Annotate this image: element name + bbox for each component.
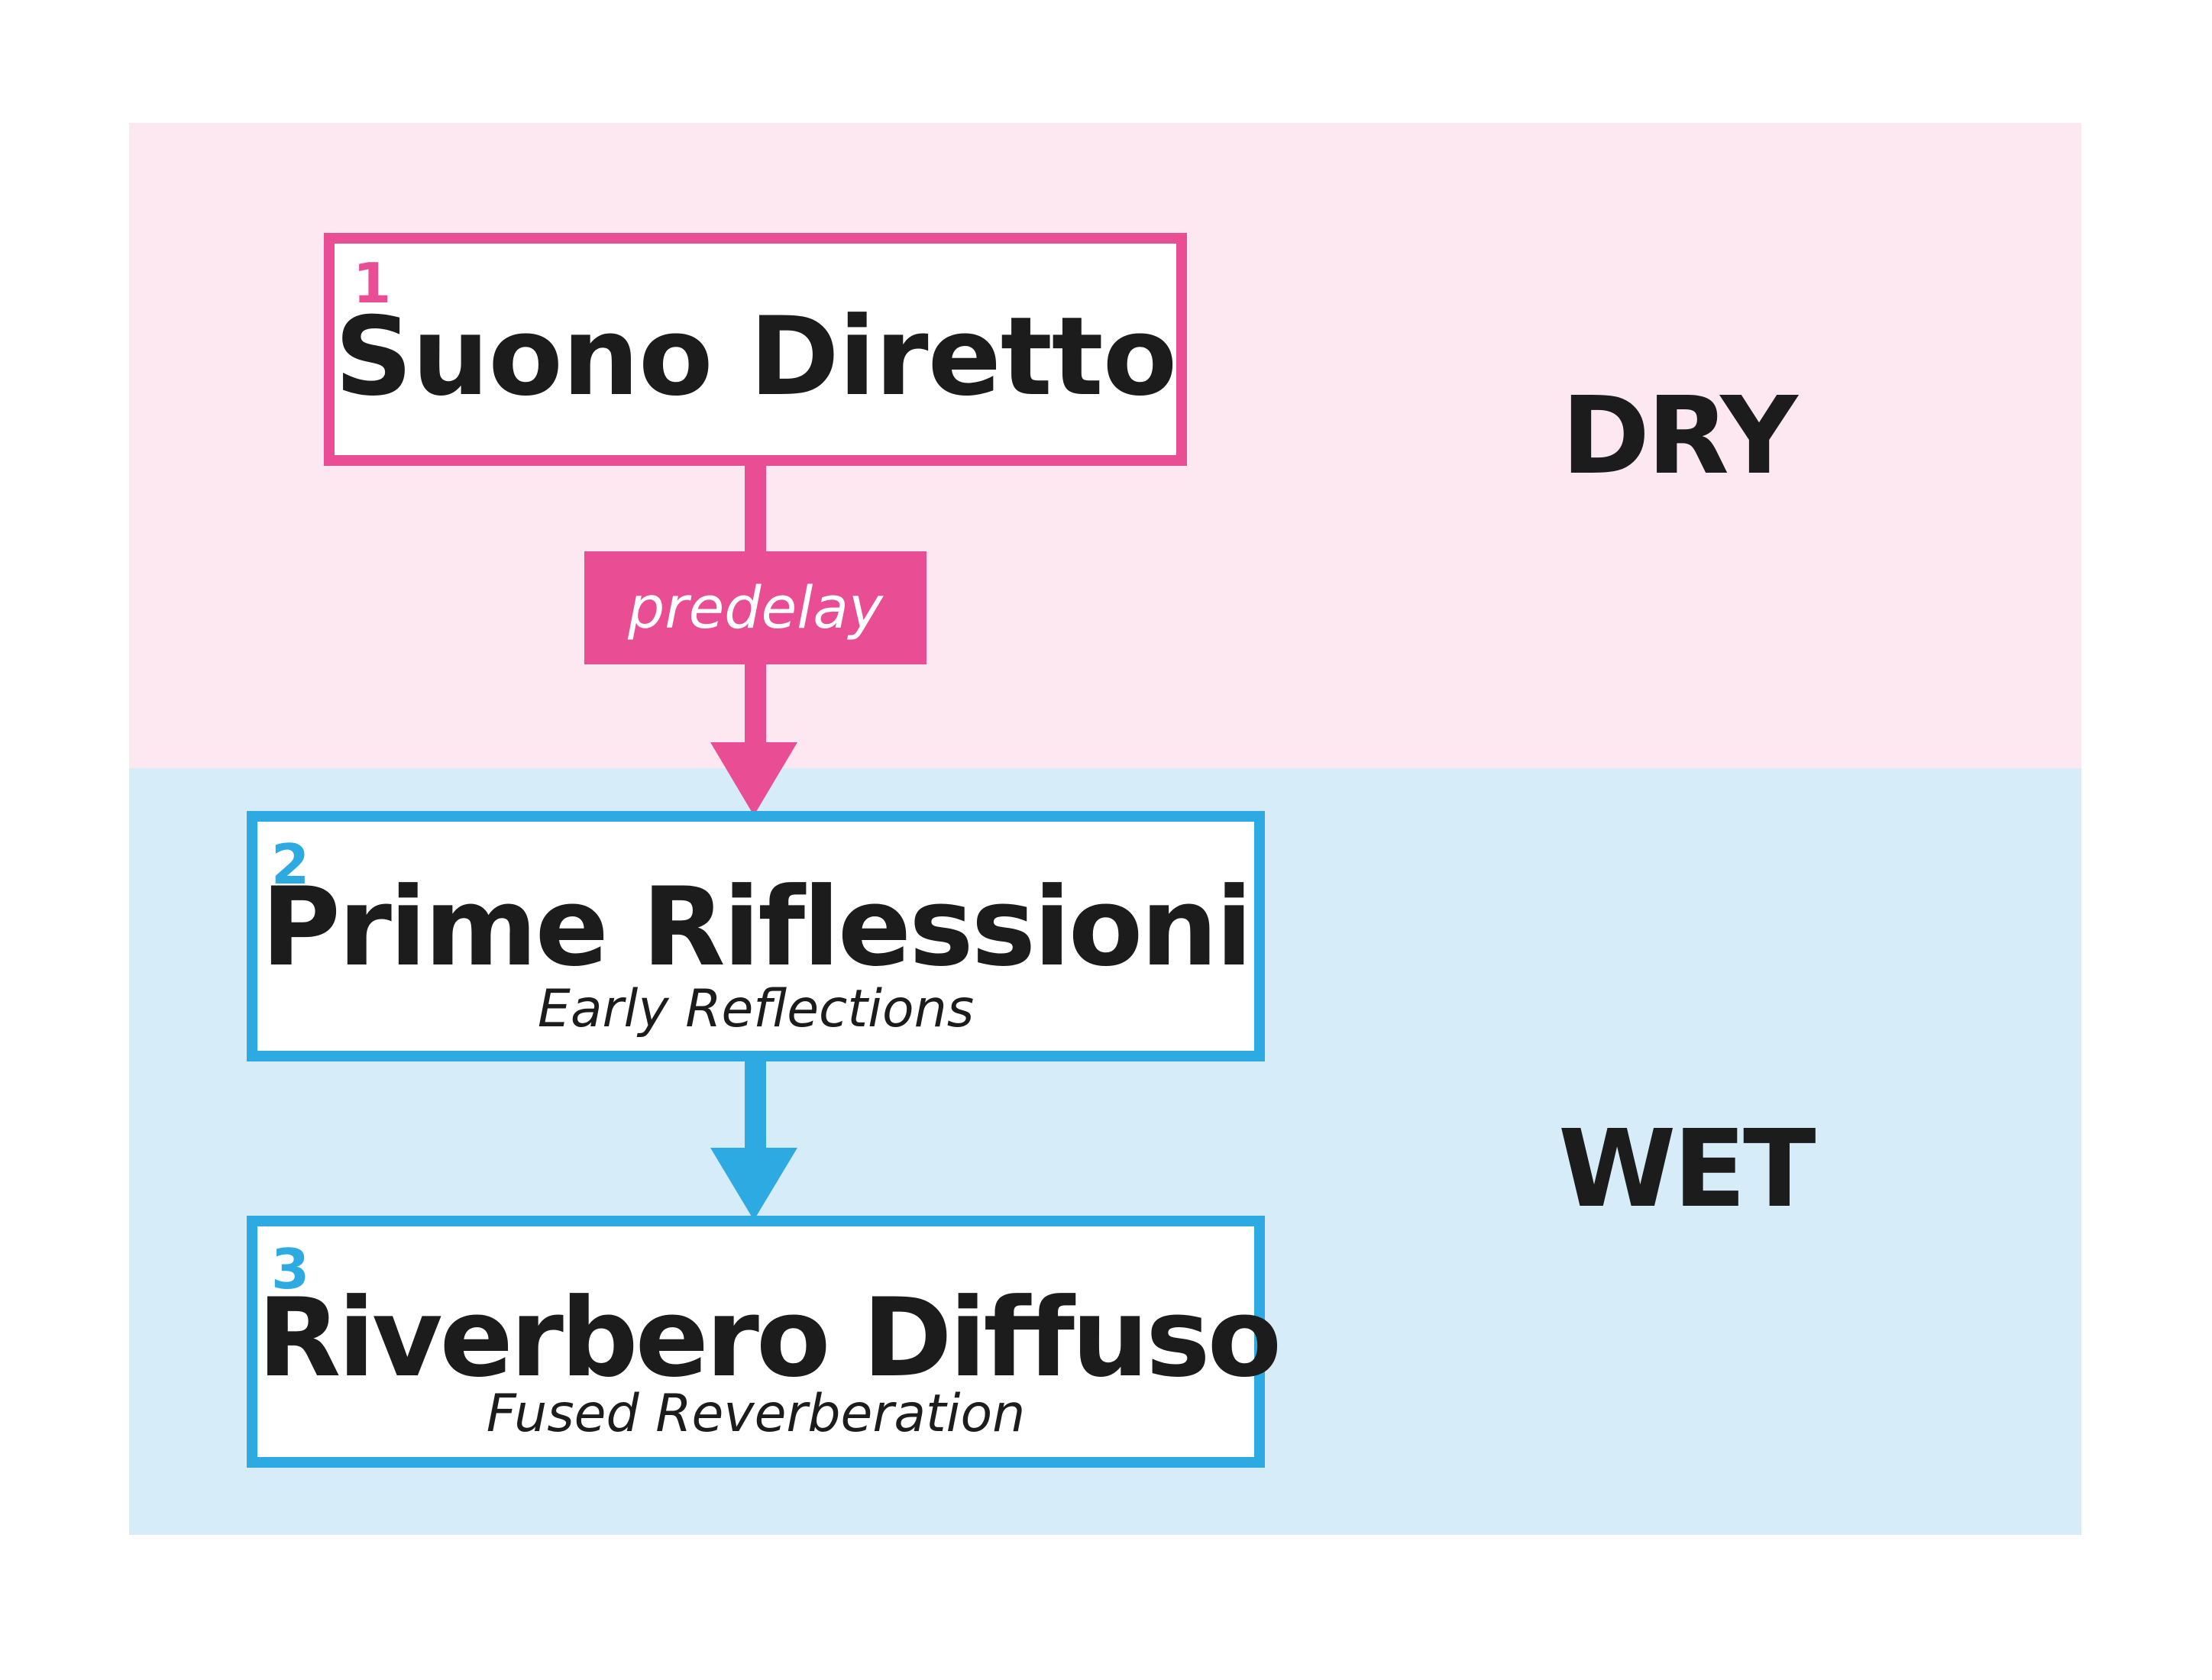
node-3-subtitle: Fused Reverberation <box>486 1384 1026 1444</box>
node-fused-reverberation: 3 Riverbero Diffuso Fused Reverberation <box>247 1216 1282 1468</box>
connector-1-2-arrowhead <box>710 742 797 816</box>
wet-label: WET <box>1558 1107 1816 1232</box>
connector-2-3-arrowhead <box>710 1148 797 1220</box>
node-3-number: 3 <box>271 1237 310 1301</box>
dry-label: DRY <box>1561 374 1798 499</box>
node-early-reflections: 2 Prime Riflessioni Early Reflections <box>247 811 1265 1061</box>
node-1-title: Suono Diretto <box>335 294 1177 420</box>
predelay-label: predelay <box>628 573 883 641</box>
node-3-title: Riverbero Diffuso <box>257 1275 1282 1401</box>
node-direct-sound: 1 Suono Diretto <box>324 233 1187 466</box>
node-2-title: Prime Riflessioni <box>260 864 1253 990</box>
node-1-number: 1 <box>353 251 392 315</box>
node-2-number: 2 <box>271 832 310 897</box>
connector-2-3-line <box>745 1061 766 1153</box>
node-2-subtitle: Early Reflections <box>537 979 975 1039</box>
predelay-label-box: predelay <box>584 551 927 664</box>
